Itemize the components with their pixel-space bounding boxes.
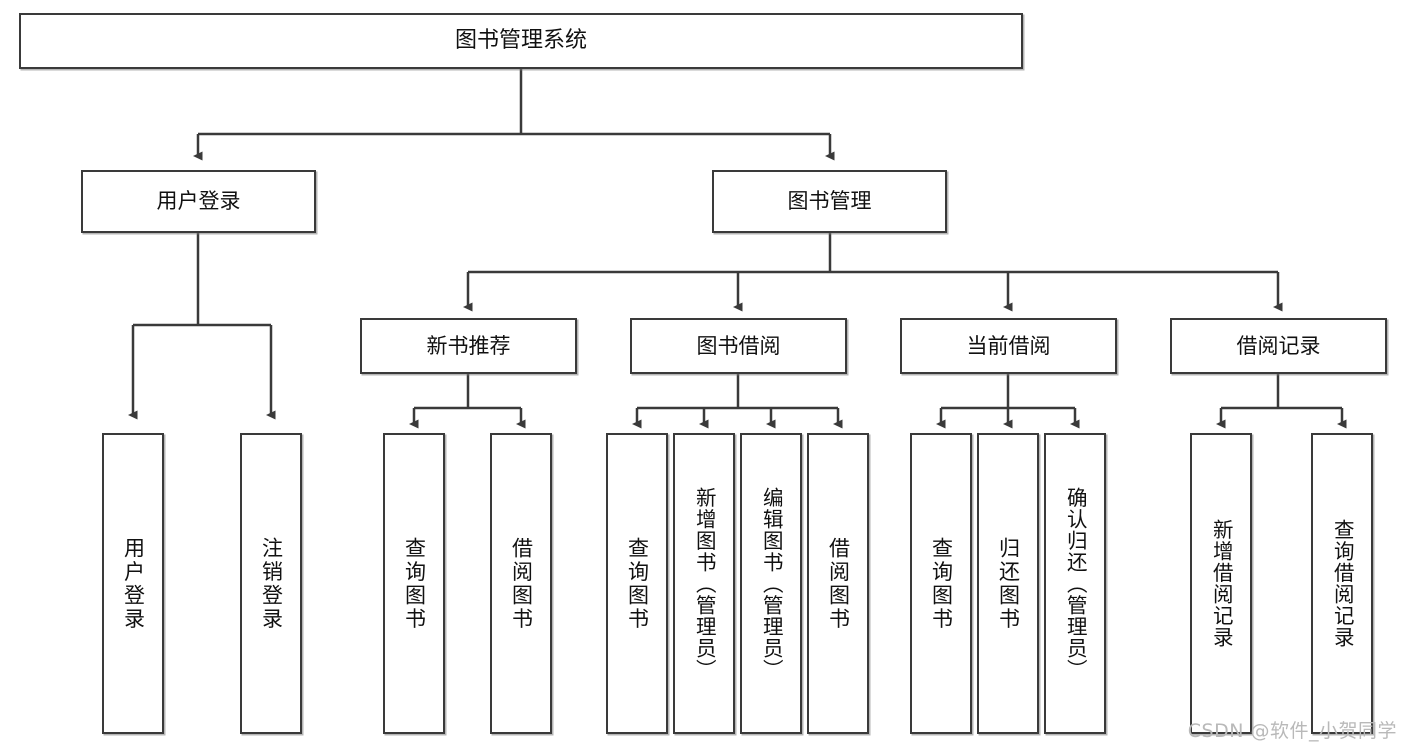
node-book-borrowing[interactable]: 图书借阅	[630, 318, 847, 374]
node-label: 图书管理系统	[454, 28, 587, 54]
leaf-user-login[interactable]: 用户登录	[102, 433, 164, 734]
node-label: 编辑图书（管理员）	[759, 486, 784, 681]
node-label: 用户登录	[156, 189, 241, 214]
node-current-borrowing[interactable]: 当前借阅	[900, 318, 1117, 374]
node-label: 查询借阅记录	[1330, 519, 1355, 648]
leaf-add-borrow-record[interactable]: 新增借阅记录	[1190, 433, 1252, 734]
node-label: 注销登录	[259, 536, 284, 631]
node-new-book-recommendation[interactable]: 新书推荐	[360, 318, 577, 374]
node-label: 图书管理	[787, 189, 872, 214]
node-label: 查询图书	[929, 536, 954, 631]
node-label: 新增图书（管理员）	[692, 486, 717, 681]
leaf-borrow-book-borrow[interactable]: 借阅图书	[807, 433, 869, 734]
node-user-login[interactable]: 用户登录	[81, 170, 316, 233]
node-label: 图书借阅	[696, 333, 781, 358]
leaf-add-book-admin[interactable]: 新增图书（管理员）	[673, 433, 735, 734]
node-label: 当前借阅	[966, 333, 1051, 358]
leaf-query-borrow-record[interactable]: 查询借阅记录	[1311, 433, 1373, 734]
node-label: 借阅图书	[826, 536, 851, 631]
node-book-management[interactable]: 图书管理	[712, 170, 947, 233]
node-borrowing-records[interactable]: 借阅记录	[1170, 318, 1387, 374]
leaf-edit-book-admin[interactable]: 编辑图书（管理员）	[740, 433, 802, 734]
node-label: 查询图书	[625, 536, 650, 631]
node-label: 用户登录	[121, 536, 146, 631]
node-label: 新书推荐	[426, 333, 511, 358]
node-label: 新增借阅记录	[1209, 519, 1234, 648]
leaf-borrow-book-new-rec[interactable]: 借阅图书	[490, 433, 552, 734]
leaf-query-book-current[interactable]: 查询图书	[910, 433, 972, 734]
node-label: 查询图书	[402, 536, 427, 631]
node-label: 借阅图书	[509, 536, 534, 631]
node-label: 借阅记录	[1236, 333, 1321, 358]
leaf-query-book-borrow[interactable]: 查询图书	[606, 433, 668, 734]
leaf-confirm-return-admin[interactable]: 确认归还（管理员）	[1044, 433, 1106, 734]
leaf-return-book[interactable]: 归还图书	[977, 433, 1039, 734]
leaf-query-book-new-rec[interactable]: 查询图书	[383, 433, 445, 734]
leaf-user-logout[interactable]: 注销登录	[240, 433, 302, 734]
node-label: 归还图书	[996, 536, 1021, 631]
node-book-management-system[interactable]: 图书管理系统	[19, 13, 1023, 69]
node-label: 确认归还（管理员）	[1063, 486, 1088, 681]
